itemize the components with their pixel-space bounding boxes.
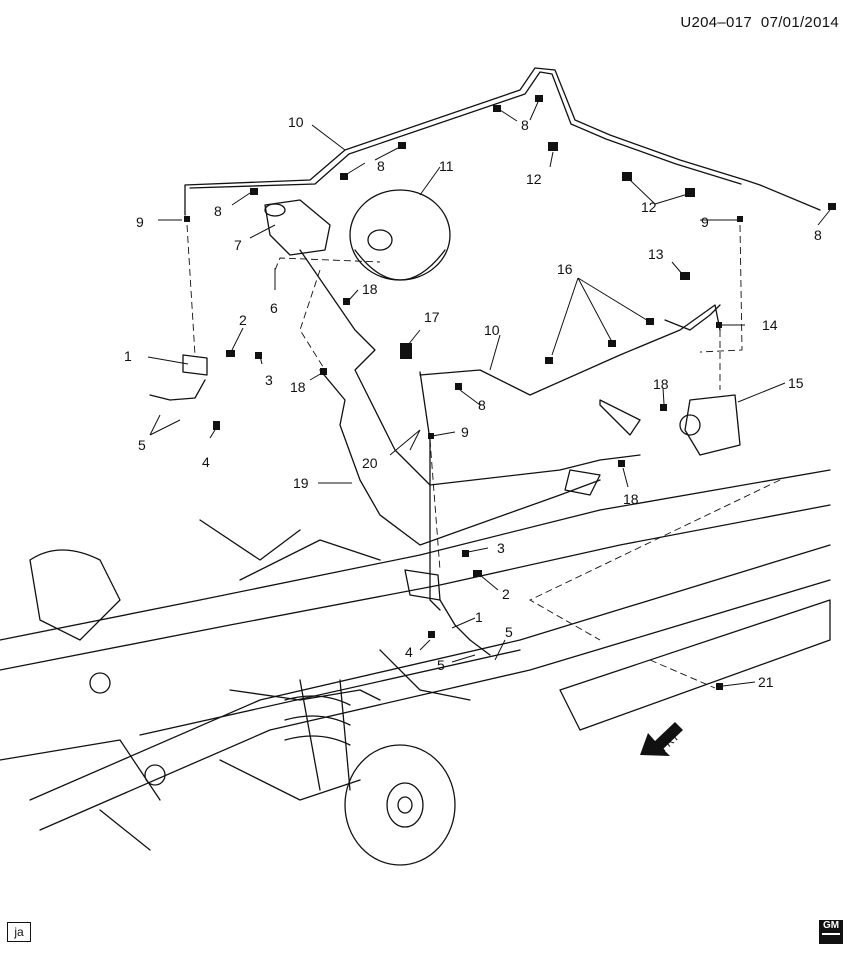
callout-20: 20	[362, 455, 378, 471]
callout-14: 14	[762, 317, 778, 333]
callout-1: 1	[475, 609, 483, 625]
illustrator-tag: ja	[7, 922, 31, 942]
callout-7: 7	[234, 237, 242, 253]
callout-9: 9	[461, 424, 469, 440]
callout-6: 6	[270, 300, 278, 316]
callout-16: 16	[557, 261, 573, 277]
callout-3: 3	[265, 372, 273, 388]
callout-12: 12	[641, 199, 657, 215]
callout-4: 4	[202, 454, 210, 470]
callout-18: 18	[290, 379, 306, 395]
callout-5: 5	[437, 657, 445, 673]
callout-15: 15	[788, 375, 804, 391]
reference-lines	[186, 224, 781, 689]
callout-8: 8	[478, 397, 486, 413]
callout-4: 4	[405, 644, 413, 660]
callout-21: 21	[758, 674, 774, 690]
callout-10: 10	[288, 114, 304, 130]
master-cylinder	[264, 199, 331, 256]
callout-5: 5	[138, 437, 146, 453]
callout-leaders	[147, 101, 831, 687]
callout-8: 8	[377, 158, 385, 174]
front-direction-arrow: FRT	[640, 722, 683, 756]
brake-lines	[149, 67, 821, 656]
clips-and-fittings	[184, 95, 836, 690]
brackets	[182, 354, 441, 601]
brake-booster	[349, 189, 451, 281]
callout-18: 18	[623, 491, 639, 507]
callout-9: 9	[701, 214, 709, 230]
front-direction-label: FRT	[658, 731, 682, 754]
vehicle-frame	[0, 469, 831, 851]
callout-12: 12	[526, 171, 542, 187]
diagram-header: U204–017 07/01/2014	[680, 14, 839, 31]
callout-1: 1	[124, 348, 132, 364]
callout-18: 18	[653, 376, 669, 392]
callout-5: 5	[505, 624, 513, 640]
callout-2: 2	[239, 312, 247, 328]
diagram-date: 07/01/2014	[760, 14, 839, 31]
callout-11: 11	[439, 158, 454, 174]
callout-10: 10	[484, 322, 500, 338]
callout-8: 8	[814, 227, 822, 243]
callout-3: 3	[497, 540, 505, 556]
callout-8: 8	[521, 117, 529, 133]
callout-9: 9	[136, 214, 144, 230]
callout-2: 2	[502, 586, 510, 602]
callout-18: 18	[362, 281, 378, 297]
callout-8: 8	[214, 203, 222, 219]
callout-numbers: 1 1 2 2 3 3 4 4 5 5 5 6 7 8 8 8 8 8 9 9 …	[124, 114, 822, 690]
front-suspension	[29, 549, 456, 866]
diagram-code: U204–017	[680, 14, 752, 31]
callout-19: 19	[293, 475, 309, 491]
callout-17: 17	[424, 309, 440, 325]
gm-logo: GM	[819, 920, 843, 944]
callout-13: 13	[648, 246, 664, 262]
abs-module	[679, 394, 741, 456]
